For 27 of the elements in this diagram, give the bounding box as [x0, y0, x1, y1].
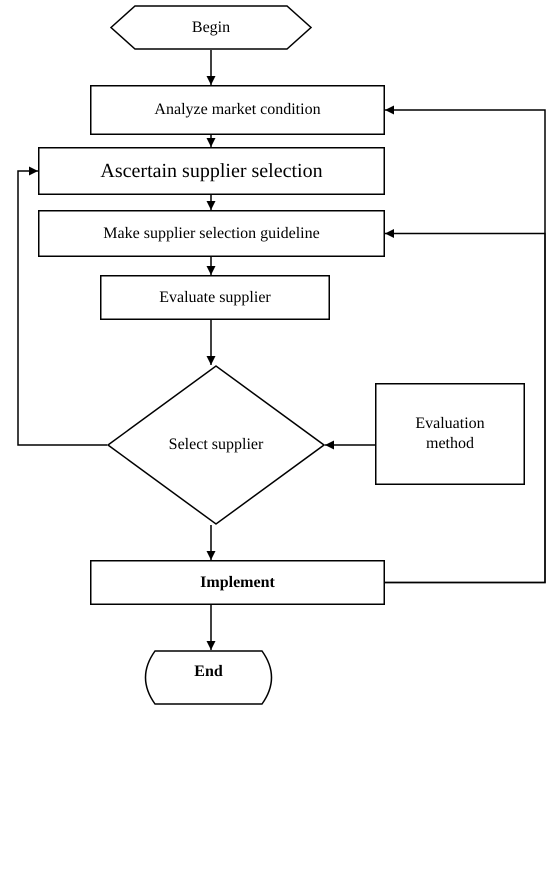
arrow — [206, 195, 216, 210]
process-box — [90, 560, 385, 605]
process-box — [38, 147, 385, 195]
box-label: Analyze market condition — [154, 100, 321, 120]
decision-diamond — [107, 365, 325, 525]
arrow — [206, 257, 216, 275]
process-box — [375, 383, 525, 485]
arrow — [206, 525, 216, 560]
box-label: Evaluation method — [414, 414, 486, 454]
arrow — [206, 605, 216, 650]
process-box — [100, 275, 330, 320]
arrow — [385, 229, 546, 584]
box-label: Ascertain supplier selection — [100, 158, 323, 184]
box-label: Make supplier selection guideline — [103, 224, 320, 244]
arrow — [206, 135, 216, 147]
box-label: Begin — [192, 18, 230, 38]
arrow — [206, 320, 216, 365]
box-label: Implement — [200, 572, 275, 592]
box-label: Select supplier — [168, 435, 264, 455]
box-label: Evaluate supplier — [159, 288, 271, 308]
arrow — [206, 50, 216, 85]
box-label: End — [194, 662, 223, 682]
arrow — [17, 166, 107, 446]
arrow — [325, 440, 375, 450]
start-hexagon — [110, 5, 312, 50]
process-box — [38, 210, 385, 257]
process-box — [90, 85, 385, 135]
